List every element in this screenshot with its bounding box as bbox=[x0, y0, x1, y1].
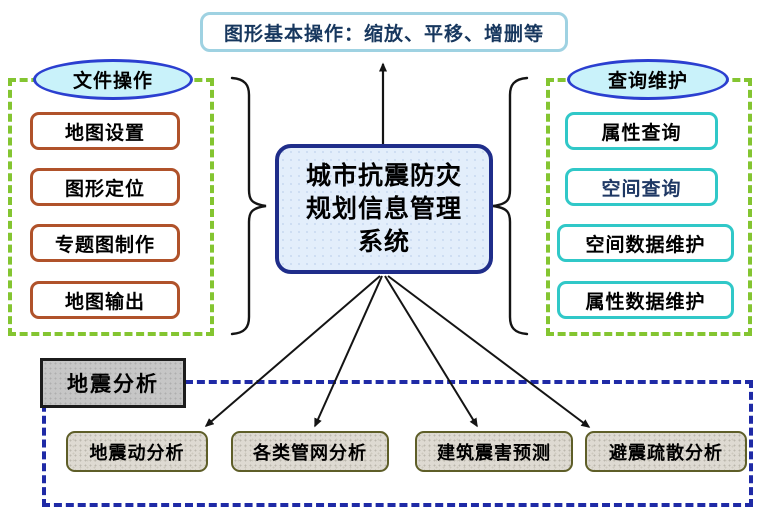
file-operations-title-ellipse: 文件操作 bbox=[33, 59, 193, 100]
node-map-settings: 地图设置 bbox=[30, 112, 180, 150]
node-basic-graphic-operations: 图形基本操作：缩放、平移、增删等 bbox=[200, 12, 568, 52]
node-graphic-positioning: 图形定位 bbox=[30, 168, 180, 206]
node-system-core: 城市抗震防灾 规划信息管理 系统 bbox=[275, 144, 493, 274]
system-title-line-1: 城市抗震防灾 bbox=[305, 161, 462, 190]
node-evacuation-analysis: 避震疏散分析 bbox=[585, 431, 747, 472]
right-brace bbox=[492, 76, 529, 336]
node-attribute-query: 属性查询 bbox=[565, 112, 718, 150]
left-brace bbox=[230, 76, 267, 336]
node-map-output: 地图输出 bbox=[30, 281, 180, 319]
node-spatial-data-maintenance: 空间数据维护 bbox=[557, 224, 734, 262]
node-building-damage-prediction: 建筑震害预测 bbox=[415, 431, 573, 472]
node-attribute-data-maintenance: 属性数据维护 bbox=[557, 281, 734, 319]
system-title-line-2: 规划信息管理 bbox=[305, 194, 462, 223]
earthquake-analysis-title-box: 地震分析 bbox=[40, 358, 186, 408]
node-ground-motion-analysis: 地震动分析 bbox=[66, 431, 208, 472]
node-thematic-map-making: 专题图制作 bbox=[30, 224, 180, 262]
system-title-line-3: 系统 bbox=[357, 227, 410, 256]
node-spatial-query: 空间查询 bbox=[565, 168, 718, 206]
query-maintenance-title-ellipse: 查询维护 bbox=[567, 59, 729, 100]
node-pipe-network-analysis: 各类管网分析 bbox=[231, 431, 389, 472]
